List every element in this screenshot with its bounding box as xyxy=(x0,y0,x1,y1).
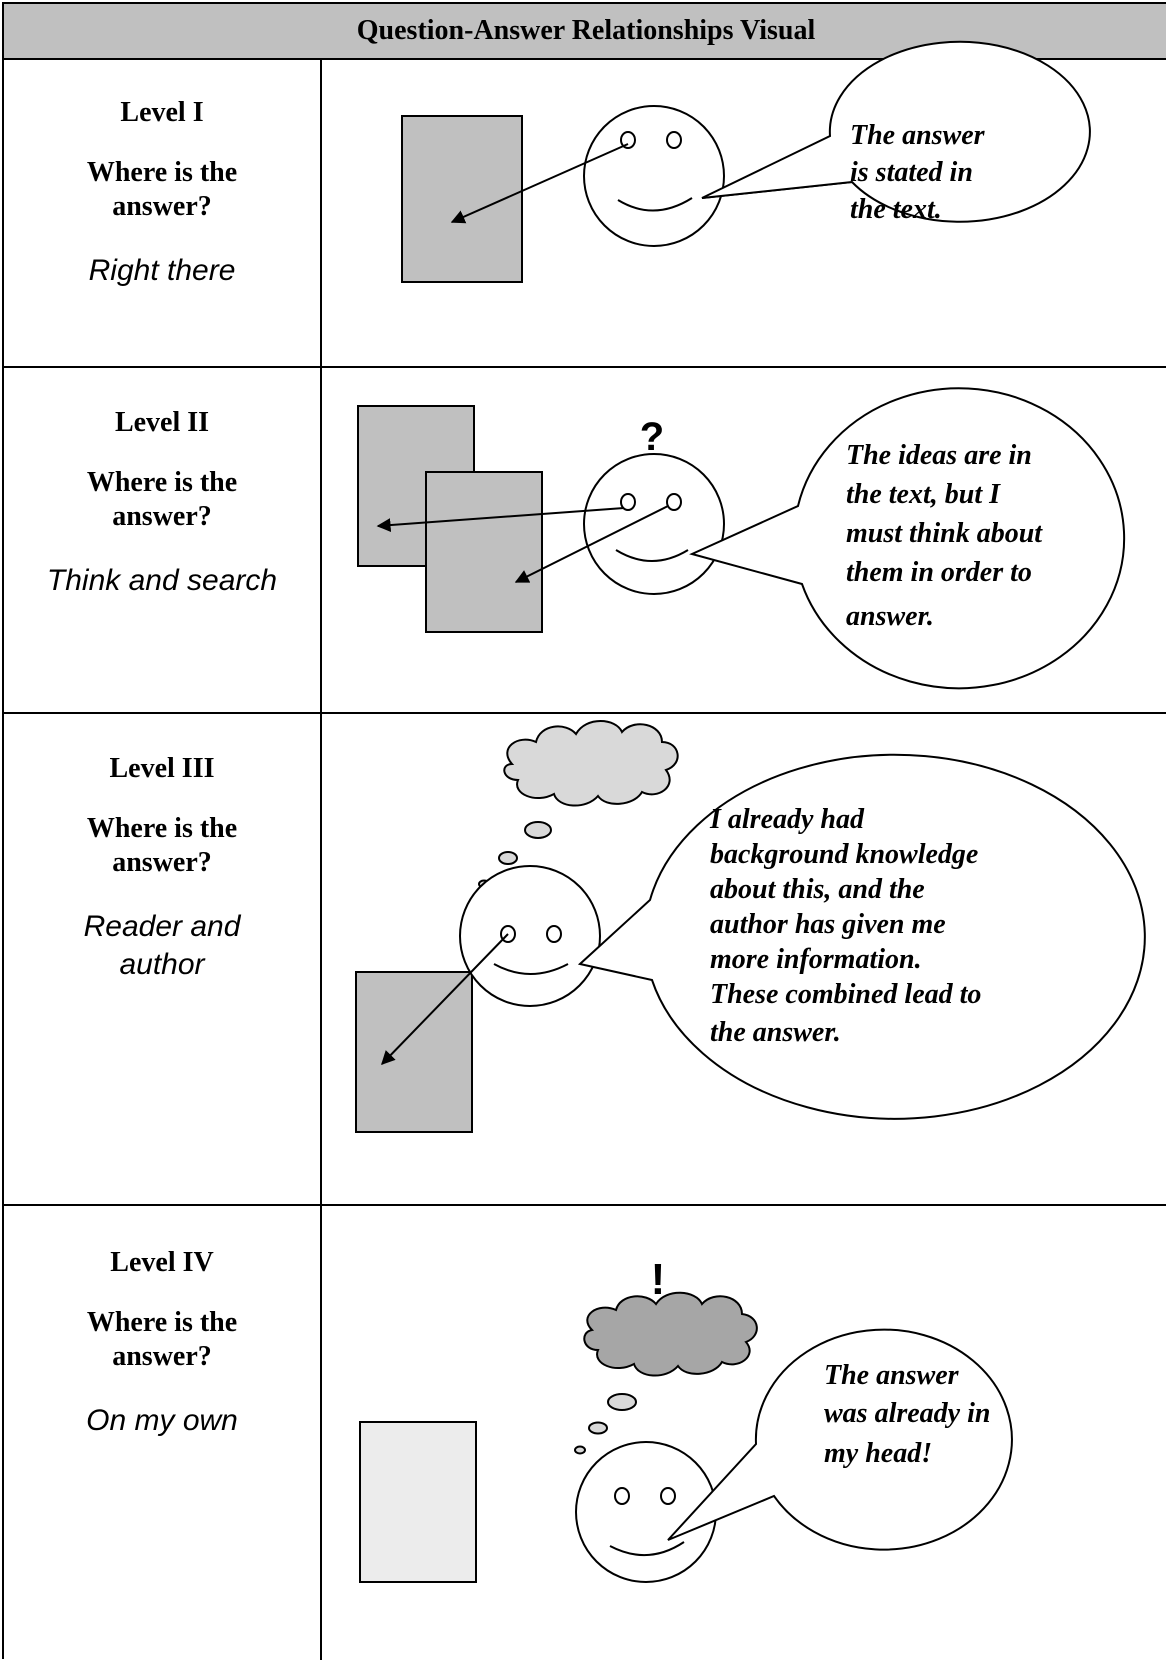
illustrations: The answer is stated in the text. ? The … xyxy=(355,40,1146,1583)
thought-bubble-dot-icon xyxy=(574,1445,586,1455)
question-line: Where is the xyxy=(86,467,238,498)
question-text: Where is the answer? xyxy=(4,1306,320,1374)
smiley-face-icon xyxy=(583,453,725,595)
level-1-illustration: The answer is stated in the text. xyxy=(401,40,1091,283)
bubble-text: The answer was already in my head! xyxy=(824,1360,997,1469)
question-line: Where is the xyxy=(86,1307,238,1338)
thought-cloud-icon xyxy=(583,1291,758,1377)
answer-line: author xyxy=(119,948,205,981)
book-icon xyxy=(359,1421,477,1583)
question-text: Where is the answer? xyxy=(4,812,320,880)
question-text: Where is the answer? xyxy=(4,466,320,534)
level-3-illustration: I already had background knowledge about… xyxy=(355,720,1146,1133)
thought-bubble-dot-icon xyxy=(588,1421,608,1435)
book-icon xyxy=(425,471,543,633)
row-divider-1 xyxy=(4,366,1166,368)
smiley-face-icon xyxy=(575,1441,717,1583)
exclamation-mark-icon: ! xyxy=(651,1255,666,1304)
level-4-illustration: ! The answer was already in my head! xyxy=(359,1255,1013,1583)
arrow-icon xyxy=(376,507,625,533)
question-line: answer? xyxy=(112,847,212,878)
speech-bubble-icon xyxy=(577,753,1146,1120)
arrow-icon xyxy=(514,505,669,583)
thought-bubble-dot-icon xyxy=(607,1393,637,1411)
thought-bubble-dot-icon xyxy=(524,821,552,839)
speech-bubble-icon xyxy=(689,387,1126,690)
question-line: Where is the xyxy=(86,157,238,188)
answer-type: Think and search xyxy=(46,564,278,597)
answer-type: Reader and author xyxy=(4,908,320,984)
level-title: Level III xyxy=(109,753,215,784)
level-3-cell: Level III Where is the answer? Reader an… xyxy=(4,752,320,984)
question-mark-icon: ? xyxy=(640,415,664,459)
bubble-text: I already had background knowledge about… xyxy=(709,804,988,1048)
question-line: answer? xyxy=(112,191,212,222)
level-title: Level IV xyxy=(110,1247,214,1278)
bubble-text: The ideas are in the text, but I must th… xyxy=(846,440,1049,632)
question-line: Where is the xyxy=(86,813,238,844)
table-header: Question-Answer Relationships Visual xyxy=(4,4,1166,60)
thought-bubble-dot-icon xyxy=(498,851,518,865)
arrow-icon xyxy=(450,143,629,224)
question-line: answer? xyxy=(112,501,212,532)
book-icon xyxy=(355,971,473,1133)
question-text: Where is the answer? xyxy=(4,156,320,224)
answer-type: Right there xyxy=(88,254,236,287)
speech-bubble-icon xyxy=(667,1328,1013,1551)
answer-type: On my own xyxy=(86,1404,238,1437)
level-2-illustration: ? The ideas are in the text, but I must … xyxy=(357,387,1126,690)
thought-cloud-icon xyxy=(503,720,679,807)
level-title: Level I xyxy=(120,97,204,128)
column-divider xyxy=(320,60,322,1660)
level-2-cell: Level II Where is the answer? Think and … xyxy=(4,406,320,600)
answer-line: Reader and xyxy=(83,910,241,943)
arrow-icon xyxy=(381,933,509,1066)
level-4-cell: Level IV Where is the answer? On my own xyxy=(4,1246,320,1440)
question-line: answer? xyxy=(112,1341,212,1372)
smiley-face-icon xyxy=(583,105,725,247)
smiley-face-icon xyxy=(459,865,601,1007)
bubble-text: The answer is stated in the text. xyxy=(850,120,992,225)
level-1-cell: Level I Where is the answer? Right there xyxy=(4,96,320,290)
row-divider-2 xyxy=(4,712,1166,714)
row-divider-3 xyxy=(4,1204,1166,1206)
level-title: Level II xyxy=(114,407,210,438)
